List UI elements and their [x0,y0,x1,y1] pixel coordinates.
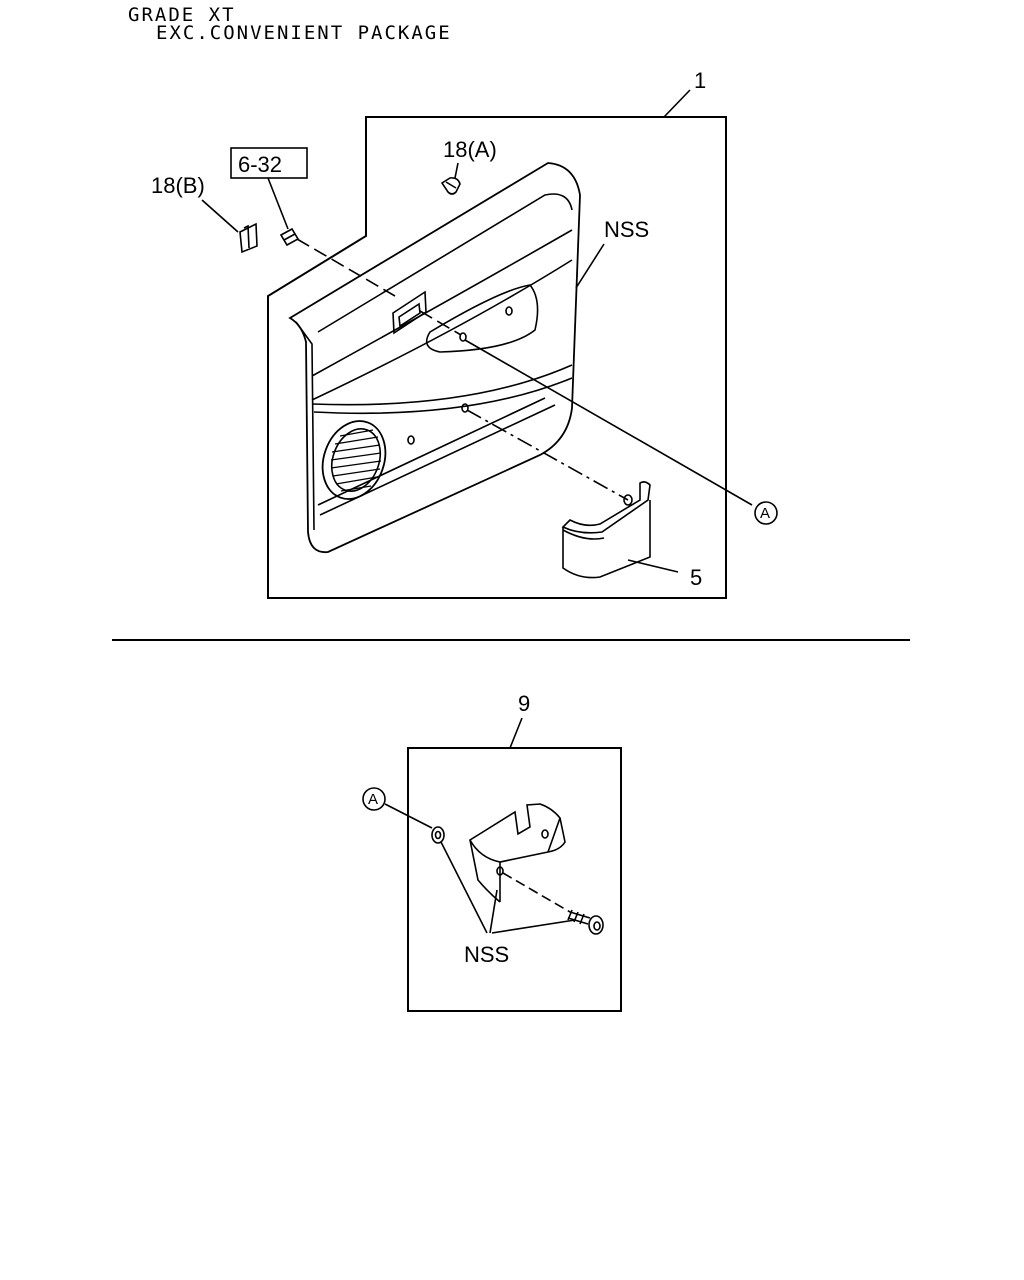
callout-clip-a: 18(A) [443,137,497,162]
callout-pocket: 5 [690,565,702,590]
bolt-icon [567,909,604,935]
pocket-part [561,481,651,579]
bottom-diagram: 9 A [362,691,622,1012]
callout-ref: 6-32 [238,152,282,177]
callout-marker-bottom: A [368,791,378,808]
leader-panel [663,89,691,118]
bottom-frame [407,747,622,1012]
callout-nss-bottom: NSS [464,942,509,967]
callout-nss: NSS [604,217,649,242]
header-grade: GRADE XT [128,4,236,26]
marker-a-circle [754,501,778,525]
door-trim-panel [288,162,581,554]
screw-icon [279,227,300,247]
clip-18b-icon [201,199,258,254]
clip-18a-icon [440,162,461,195]
leader-assembly [509,717,523,749]
callout-panel: 1 [694,68,706,93]
washer-icon [431,826,445,844]
bracket-part [468,803,566,903]
marker-a-circle-bottom [362,787,386,811]
callout-assembly: 9 [518,691,530,716]
ref-box [230,147,308,179]
callout-marker-top: A [760,505,770,522]
callout-clip-b: 18(B) [151,173,205,198]
top-diagram: 1 [151,68,778,599]
top-frame [267,116,727,599]
header-package: EXC.CONVENIENT PACKAGE [156,22,452,44]
